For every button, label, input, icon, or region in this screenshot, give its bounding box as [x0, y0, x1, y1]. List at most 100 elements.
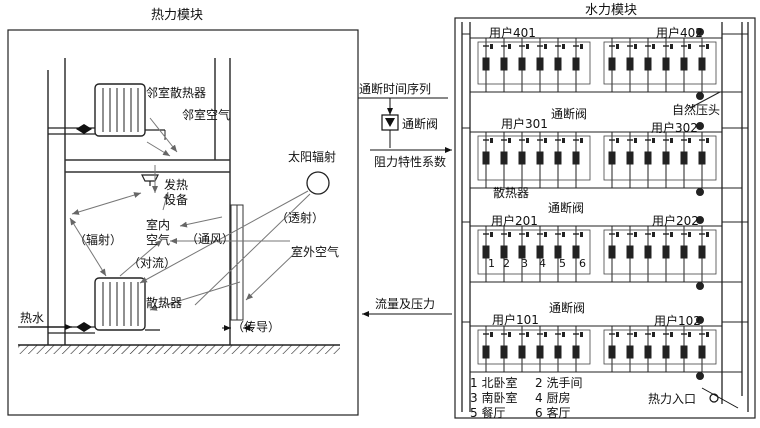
valve-symbol [562, 138, 565, 143]
apartment-loop [603, 329, 717, 365]
valve-3-label: 通断阀 [551, 107, 588, 121]
valve-symbol [616, 44, 619, 49]
neighbor-air-label: 邻室空气 [182, 108, 231, 122]
heat-inlet-line [701, 387, 739, 409]
room-number: 3 [521, 257, 528, 270]
radiator-valve-icon [76, 322, 92, 332]
user-302-label: 用户302 [651, 121, 698, 135]
valve-symbol [706, 232, 709, 237]
valve-symbol [652, 44, 655, 49]
radiator-icon [18, 277, 160, 334]
valve-symbol [634, 332, 637, 337]
apartment-loop [477, 329, 591, 365]
apartment-loop [477, 229, 591, 275]
user-301-label: 用户301 [501, 117, 548, 131]
radiator-unit [536, 345, 544, 359]
user-102-label: 用户102 [654, 314, 701, 328]
heat-equipment-icon [141, 174, 159, 186]
radiator-unit [554, 345, 562, 359]
hot-water-label: 热水 [20, 311, 45, 325]
convection-label: （对流） [128, 256, 177, 270]
radiator-unit [662, 151, 670, 165]
radiator-unit [644, 57, 652, 71]
radiator-unit [572, 245, 580, 259]
pressure-node-icon [696, 216, 704, 224]
valve-symbol [526, 44, 529, 49]
radiator-unit [626, 57, 634, 71]
room-number: 6 [579, 257, 586, 270]
valve-symbol [670, 332, 673, 337]
radiator-unit [500, 57, 508, 71]
radiator-unit [554, 57, 562, 71]
valve-symbol [508, 232, 511, 237]
ground-hatch [18, 345, 340, 354]
pressure-node-icon [696, 188, 704, 196]
heat-equipment-label-1: 发热 [164, 178, 189, 192]
resistance-label: 阻力特性系数 [374, 155, 447, 169]
radiator-unit [608, 245, 616, 259]
valve-1-label: 通断阀 [549, 301, 586, 315]
radiator-unit [680, 345, 688, 359]
valve-symbol [544, 232, 547, 237]
valve-symbol [634, 44, 637, 49]
valve-symbol [490, 44, 493, 49]
ventilation-label: （通风） [186, 232, 235, 246]
valve-symbol [580, 232, 583, 237]
valve-symbol [580, 44, 583, 49]
neighbor-radiator-icon [48, 83, 166, 140]
indoor-air-label-2: 空气 [146, 233, 171, 247]
valve-symbol [544, 44, 547, 49]
neighbor-radiator-label: 邻室散热器 [146, 86, 207, 100]
apartment-loop [603, 41, 717, 85]
thermal-module-frame [7, 29, 359, 416]
radiator-unit [698, 345, 706, 359]
radiator-unit [626, 151, 634, 165]
thermal-module-title: 热力模块 [151, 8, 204, 23]
valve-symbol [634, 232, 637, 237]
radiator-unit [536, 151, 544, 165]
radiator-unit [572, 57, 580, 71]
radiator-unit [572, 151, 580, 165]
valve-symbol [490, 332, 493, 337]
radiator-unit [518, 57, 526, 71]
radiator-unit [680, 151, 688, 165]
radiator-unit [500, 245, 508, 259]
valve-symbol [580, 332, 583, 337]
indoor-air-label-1: 室内 [146, 218, 171, 232]
outdoor-air-label: 室外空气 [291, 245, 340, 259]
hydraulic-network [461, 22, 749, 412]
valve-symbol [616, 232, 619, 237]
valve-symbol [616, 332, 619, 337]
valve-2-label: 通断阀 [548, 201, 585, 215]
radiator-unit [662, 345, 670, 359]
radiator-unit [518, 345, 526, 359]
hydraulic-module-frame [454, 17, 756, 419]
valve-symbol [652, 332, 655, 337]
room-number: 4 [539, 257, 546, 270]
pressure-node-icon [696, 28, 704, 36]
window-glass [230, 204, 244, 321]
natural-head-pointer [689, 91, 721, 109]
valve-symbol [508, 44, 511, 49]
valve-symbol [706, 44, 709, 49]
apartment-loop [603, 135, 717, 181]
user-401-label: 用户401 [489, 26, 536, 40]
neighbor-valve-icon [76, 124, 92, 134]
radiator-unit [482, 345, 490, 359]
radiator-unit [698, 57, 706, 71]
valve-symbol [526, 138, 529, 143]
radiator-unit [680, 245, 688, 259]
radiation-label: （辐射） [74, 233, 123, 247]
radiator-unit [536, 245, 544, 259]
valve-symbol [562, 44, 565, 49]
flow-pressure-label: 流量及压力 [375, 297, 436, 311]
radiator-unit [662, 57, 670, 71]
radiator-unit [626, 245, 634, 259]
radiator-unit [518, 151, 526, 165]
valve-symbol [670, 44, 673, 49]
link-valve-icon [381, 114, 399, 131]
radiator-unit [698, 151, 706, 165]
heat-transfer-arrows [69, 117, 311, 311]
